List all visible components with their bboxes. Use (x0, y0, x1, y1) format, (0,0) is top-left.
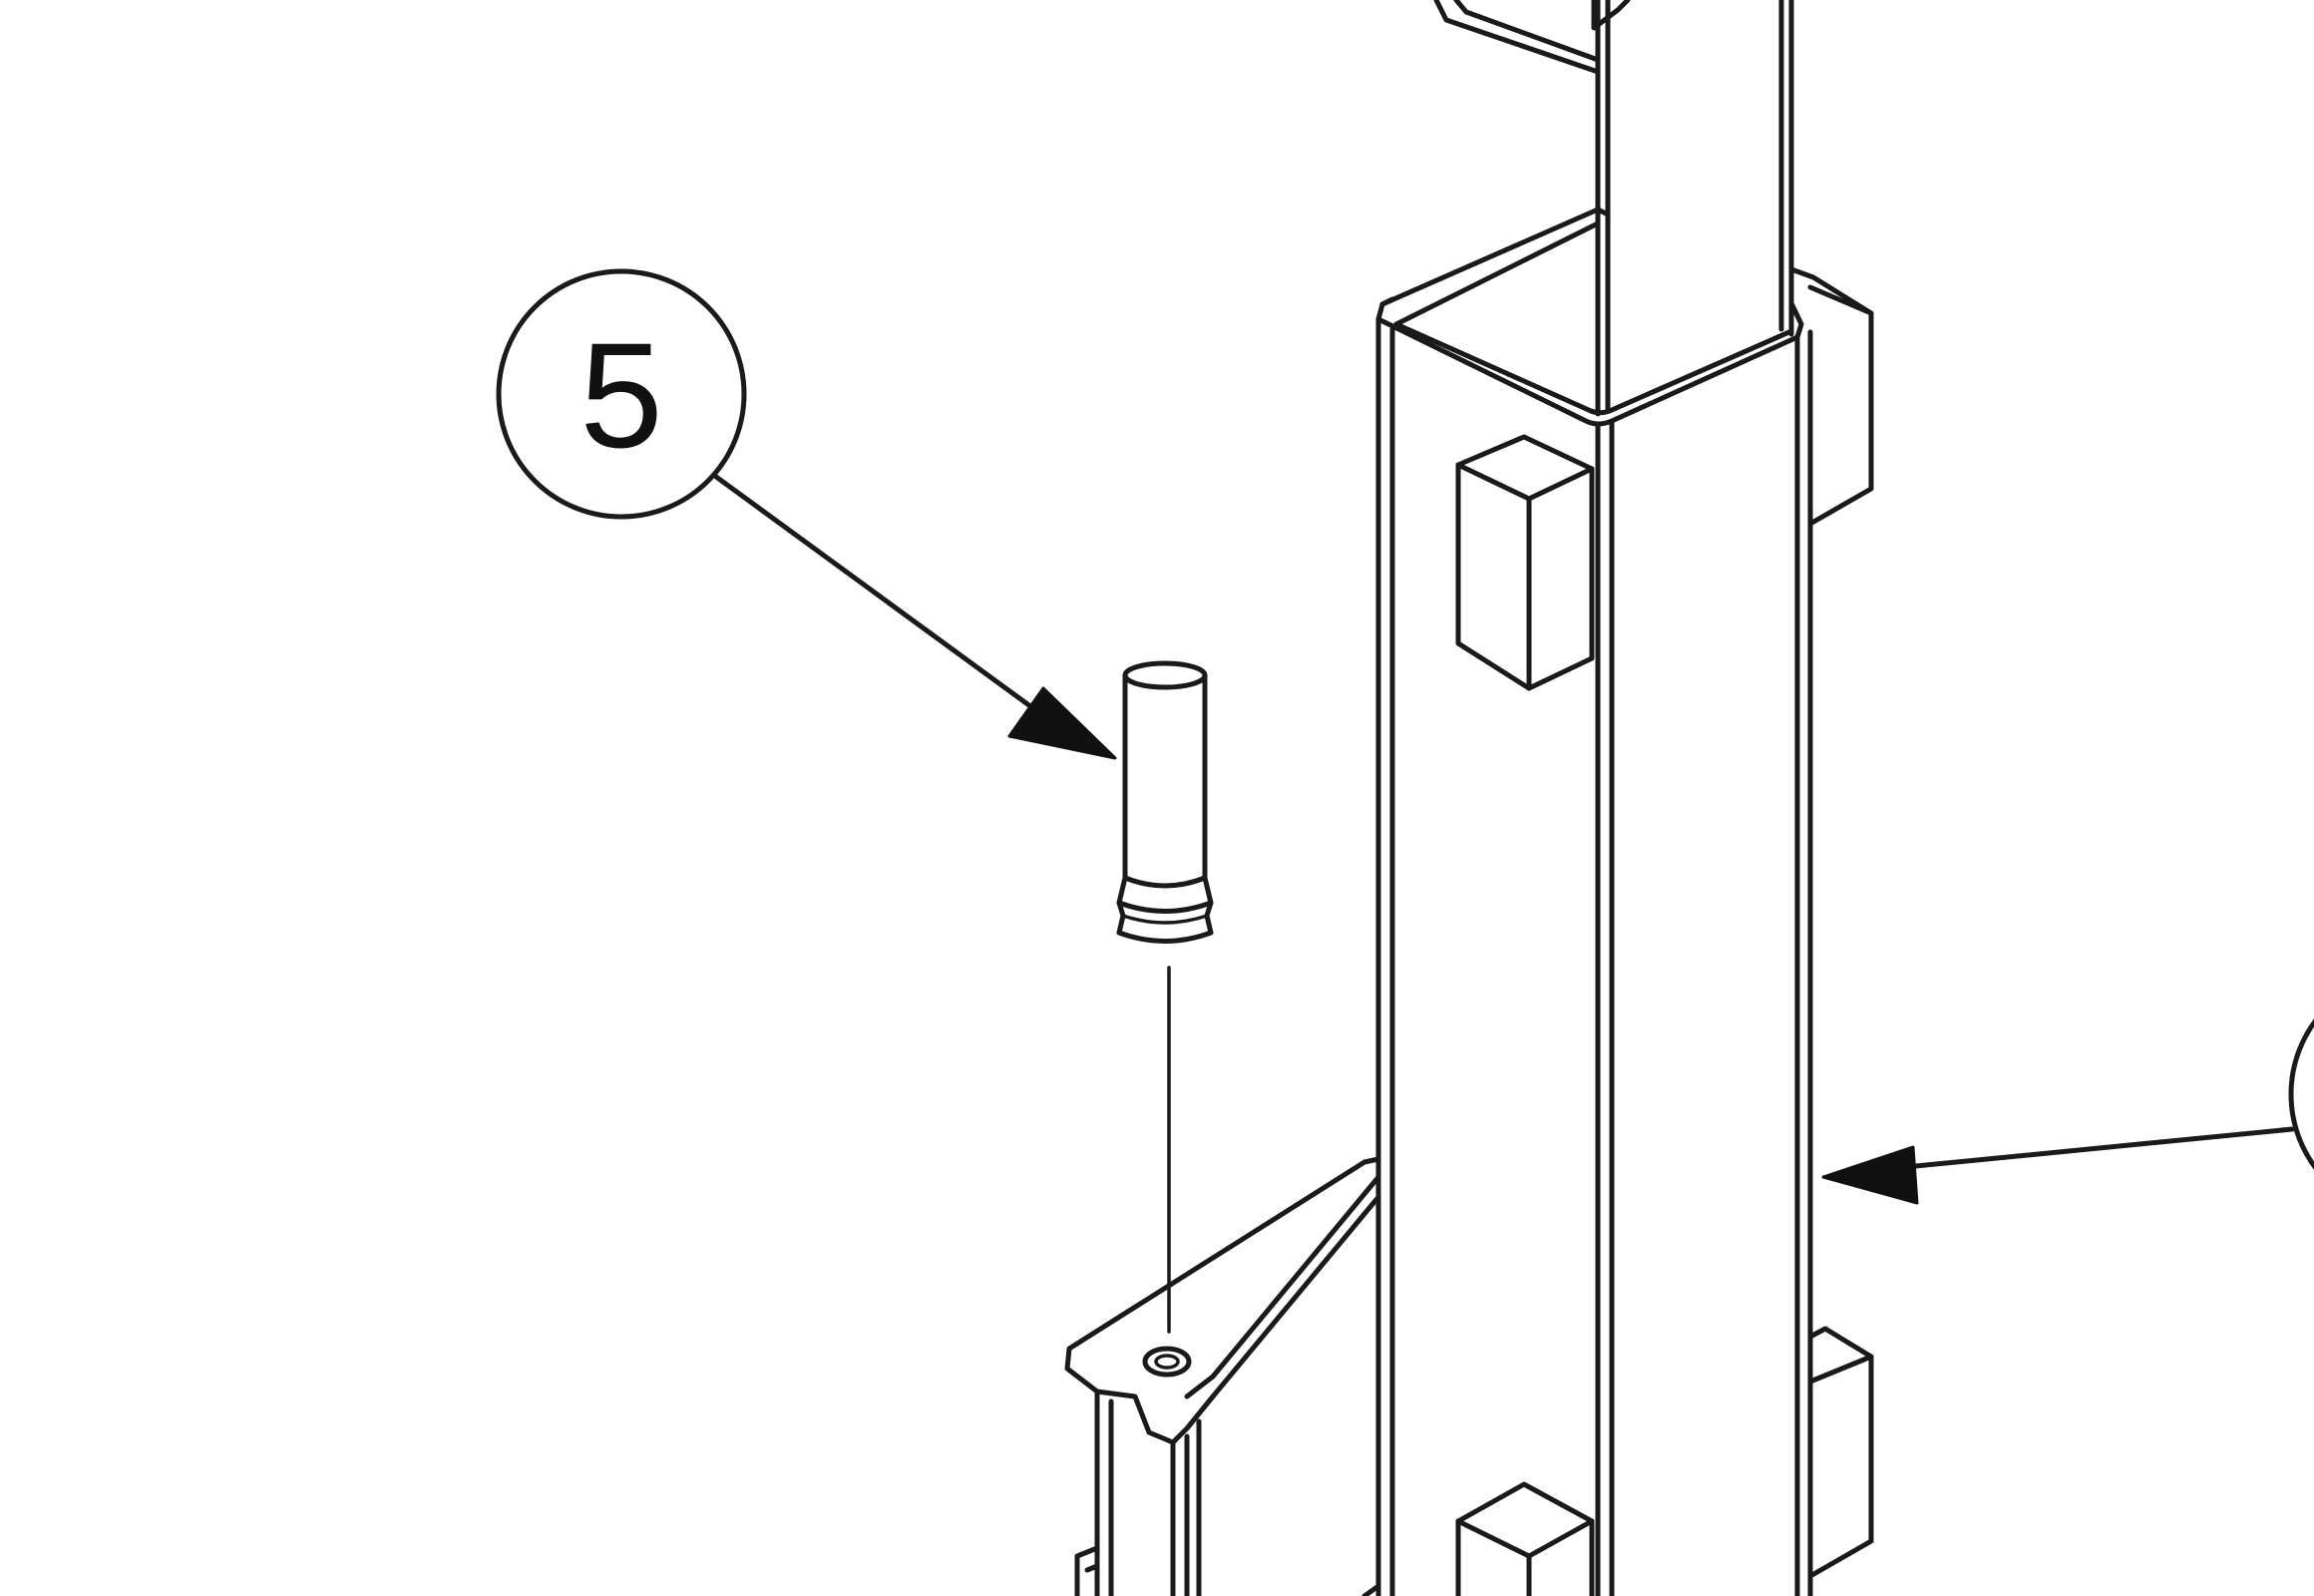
right-top-lug (1788, 266, 1874, 527)
right-bottom-lug (1807, 1326, 1874, 1579)
pin-top (1122, 660, 1208, 690)
front-block-upper (1455, 434, 1595, 691)
callout-5-leader (713, 474, 1070, 736)
callout-right-leader (1882, 1126, 2295, 1172)
callout-right-circle (2288, 1018, 2314, 1170)
callout-right-arrowhead (1821, 1145, 1919, 1205)
callout-right (1821, 1018, 2314, 1205)
callout-5-circle (496, 268, 747, 520)
callout-5: 5 (496, 268, 1117, 760)
front-block-lower (1455, 1481, 1595, 1596)
callout-5-arrowhead (1007, 686, 1117, 760)
upper-inner-tube (1433, 0, 1794, 417)
square-post (1375, 206, 1813, 1596)
callout-5-label: 5 (579, 311, 662, 479)
tilted-bracket (1064, 1156, 1381, 1596)
bracket-hole (1142, 1346, 1192, 1378)
pin-part (1116, 660, 1214, 1334)
